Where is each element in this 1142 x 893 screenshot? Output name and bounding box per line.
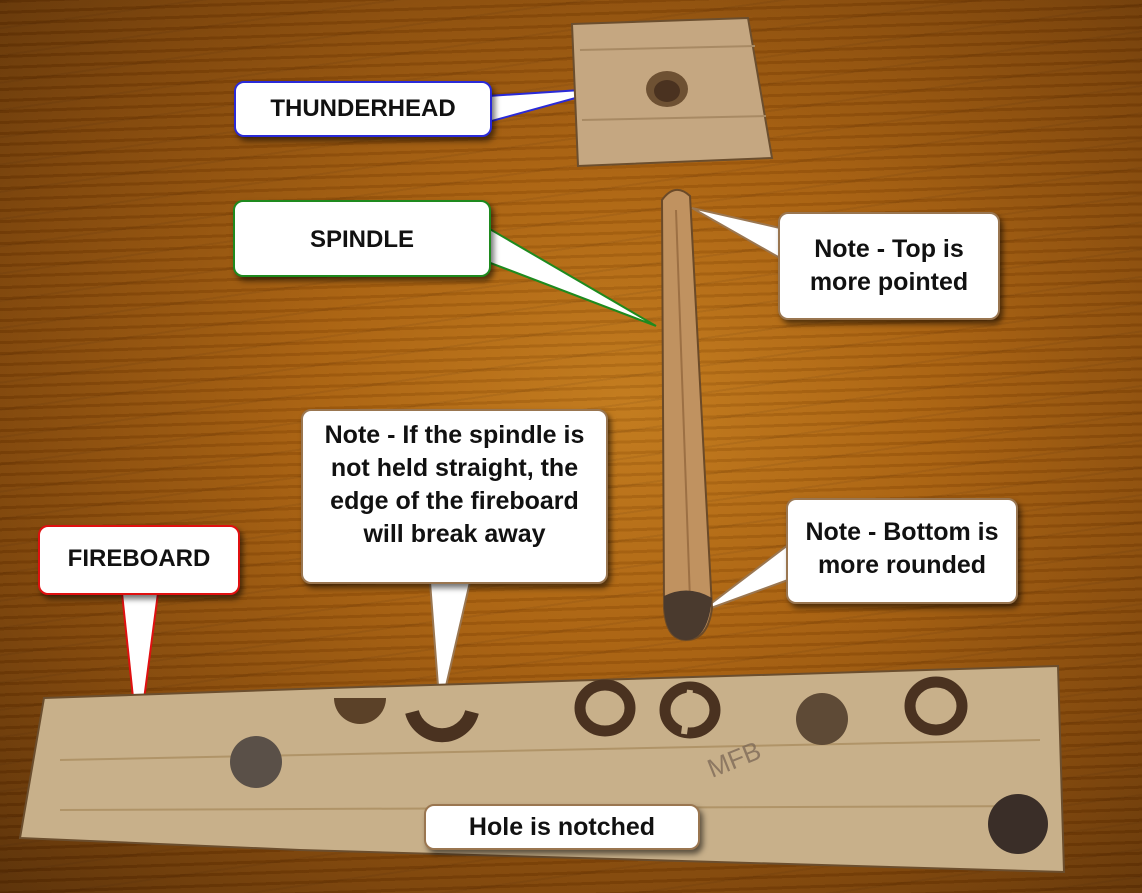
thunderhead-callout: THUNDERHEAD [234,81,492,137]
edge-break-note: Note - If the spindle is not held straig… [301,409,608,584]
hole-notched-note: Hole is notched [424,804,700,850]
bottom-note-pointer [699,542,789,613]
top-pointed-note: Note - Top is more pointed [778,212,1000,320]
fireboard-callout: FIREBOARD [38,525,240,595]
thunderhead-block [570,16,774,168]
spindle-pointer [487,226,657,327]
spindle-callout: SPINDLE [233,200,491,277]
bottom-rounded-note: Note - Bottom is more rounded [786,498,1018,604]
top-note-pointer [691,207,781,260]
fireboard: MFB [18,664,1066,874]
spindle [660,189,714,642]
